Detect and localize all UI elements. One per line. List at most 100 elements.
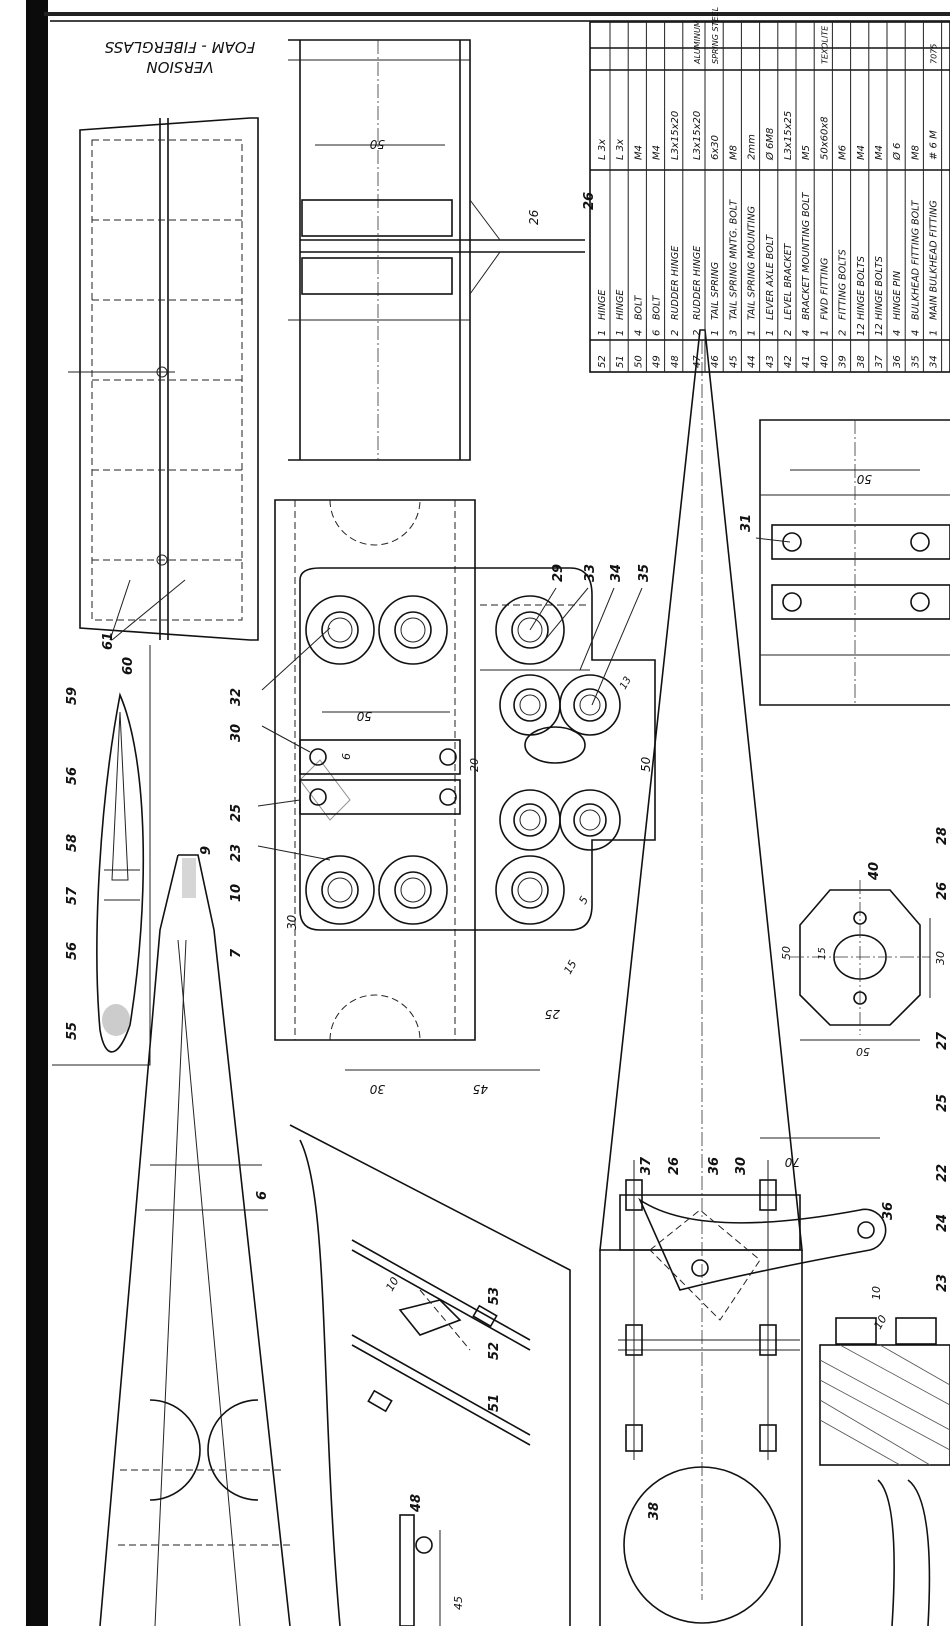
rudder-hinge-bolts [625,1160,777,1460]
top-hinge-detail [288,39,585,461]
parts-row-name: HINGE BOLTS [856,256,867,320]
elevator-plan-view [68,117,259,641]
callout-32: 32 [229,688,244,706]
callout-10: 10 [229,884,244,902]
spar-hinge-detail [289,1124,571,1627]
parts-row-number: 38 [856,355,867,368]
parts-row-quantity: 4 [801,330,812,336]
parts-row-spec: # 6 M [929,130,940,160]
parts-row-name: HINGE BOLTS [874,256,885,320]
parts-row-number: 42 [783,355,794,368]
callout-27: 27 [935,1031,950,1050]
version-line-2: FOAM - FIBERGLASS [104,38,255,56]
parts-row-name: BULKHEAD FITTING BOLT [910,199,921,320]
callout-7: 7 [229,948,244,958]
parts-row-material: SPRING STEEL [711,7,720,64]
parts-row-spec: 2mm [747,134,758,160]
dim-70: 70 [784,1155,800,1169]
dim-10-spar: 10 [383,1275,401,1294]
bulkhead-bolt-pattern [305,595,621,925]
parts-row-quantity: 1 [615,330,626,336]
parts-row-name: RUDDER HINGE [692,246,703,320]
callout-35: 35 [637,564,652,582]
callout-6: 6 [255,1191,270,1200]
sheet-border-left [26,0,48,1626]
parts-row-quantity: 1 [929,330,940,336]
level-bracket-detail [299,711,461,815]
fwd-fitting-detail [790,880,931,1041]
callout-25b: 25 [935,1094,950,1112]
parts-row-number: 44 [747,355,758,368]
callout-56b: 56 [65,942,80,960]
callout-30a: 30 [229,724,244,742]
tail-section-hatched [819,1317,950,1627]
callout-60: 60 [121,657,136,675]
callout-25a: 25 [229,804,244,822]
parts-row-spec: M4 [652,145,663,160]
parts-row-spec: M8 [910,145,921,160]
tail-cone-view [99,854,291,1627]
parts-row-number: 52 [597,355,608,368]
parts-row-quantity: 4 [892,330,903,336]
parts-row-number: 35 [910,355,921,368]
parts-row-spec: L 3x [597,139,608,160]
parts-row-spec: Ø 6 [891,143,903,161]
parts-row-name: BOLT [633,294,644,320]
dim-50-right-hinge: 50 [856,472,872,486]
callout-23b: 23 [935,1274,950,1292]
parts-row-material: TEXOLITE [820,25,829,64]
parts-row-name: HINGE PIN [892,271,903,320]
parts-row-number: 39 [838,355,849,368]
callout-23a: 23 [229,844,244,862]
parts-row-quantity: 2 [838,330,849,336]
parts-row-name: TAIL SPRING [710,262,721,320]
parts-row-spec: L3x15x20 [692,111,703,160]
parts-row-name: FWD FITTING [819,258,830,320]
parts-row-quantity: 4 [633,330,644,336]
parts-row-quantity: 2 [670,330,681,336]
parts-row-quantity: 2 [692,330,703,336]
parts-row-number: 40 [819,355,830,368]
dim-10-lever: 10 [870,1286,883,1300]
parts-row-name: HINGE [615,290,626,320]
parts-row-name: HINGE [597,290,608,320]
callout-29: 29 [551,564,566,582]
parts-row-material: 7075 [930,44,939,64]
parts-row-name: LEVER AXLE BOLT [765,234,776,320]
parts-row-spec: 50x60x8 [819,116,830,160]
parts-row-name: BOLT [652,294,663,320]
parts-row-number: 49 [652,355,663,368]
dim-30-bottom: 30 [369,1082,385,1096]
parts-row-spec: M4 [874,145,885,160]
dim-15-fitting: 15 [817,947,828,960]
callout-59: 59 [65,687,80,705]
parts-row-name: TAIL SPRING MOUNTING [747,206,758,320]
parts-row-number: 50 [633,355,644,368]
parts-row-quantity: 12 [856,323,867,336]
sheet-border-top [44,12,950,16]
parts-row-spec: M6 [838,145,849,160]
parts-row-spec: L 3x [615,139,626,160]
callout-22: 22 [935,1164,950,1182]
dim-20: 20 [468,758,481,772]
callout-58: 58 [65,834,80,852]
dim-15: 15 [561,958,579,977]
callout-26d: 26 [667,1157,682,1175]
parts-row-quantity: 6 [652,330,663,336]
parts-row-number: 43 [765,355,776,368]
dim-50-right: 50 [639,756,653,772]
dim-50-fitting-v: 50 [780,946,793,960]
airfoil-section [96,692,145,1053]
parts-row-spec: 6x30 [710,135,721,160]
sheet-border-top-inner [50,20,950,22]
parts-row-number: 48 [670,355,681,368]
parts-list-table [589,21,950,373]
right-hinge-detail [759,419,950,706]
parts-row-name: RUDDER HINGE [670,246,681,320]
parts-row-spec: L3x15x25 [783,111,794,160]
rudder-side-view [599,329,887,1626]
parts-row-name: BRACKET MOUNTING BOLT [801,191,812,320]
parts-row-number: 46 [710,355,721,368]
parts-row-number: 41 [801,355,812,368]
dim-50-bracket: 50 [356,709,372,723]
